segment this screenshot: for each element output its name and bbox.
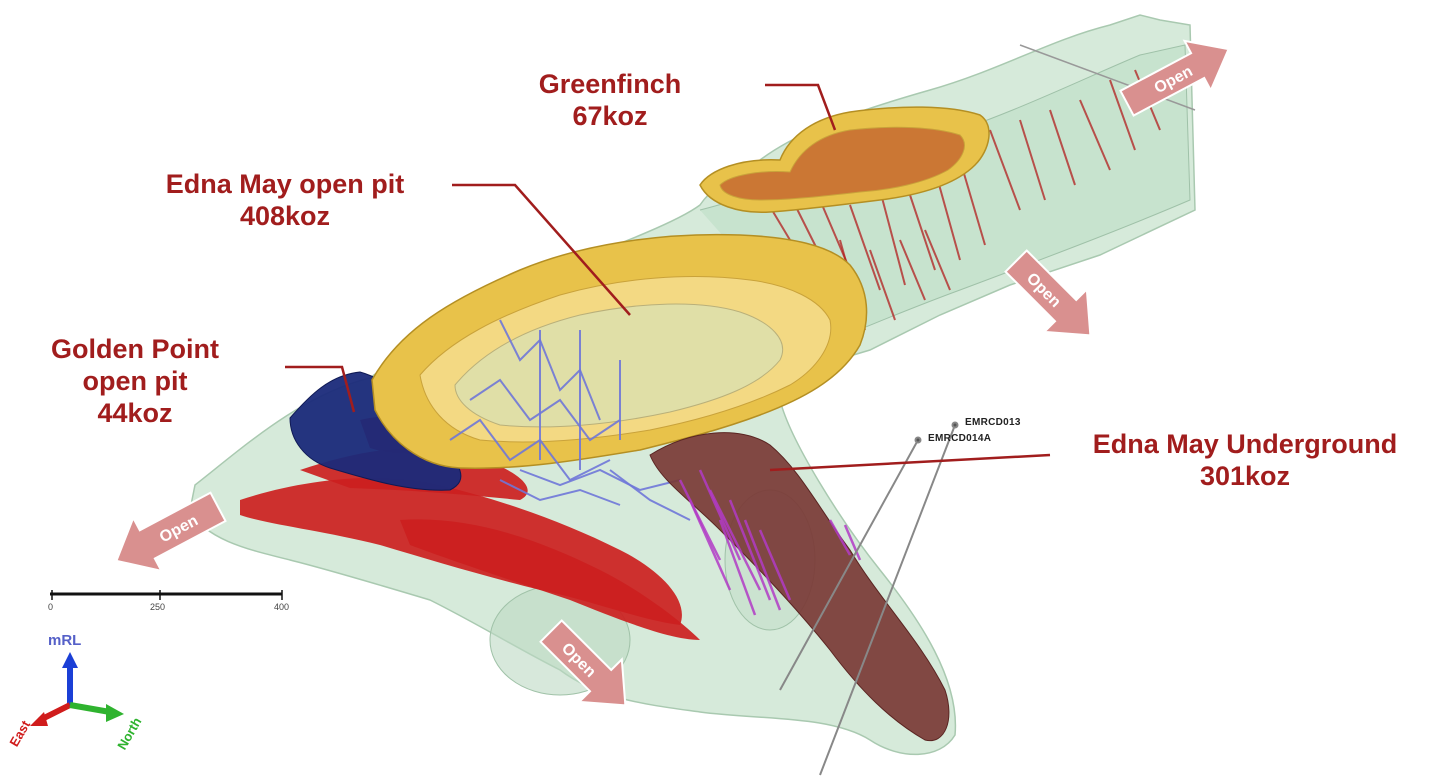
golden-point-label: Golden Point open pit 44koz: [10, 333, 260, 429]
edna-may-underground-label: Edna May Underground 301koz: [1060, 428, 1430, 492]
edna-may-open-pit-name: Edna May open pit: [115, 168, 455, 200]
scale-tick-250: 250: [150, 602, 165, 612]
edna-may-open-pit-value: 408koz: [115, 200, 455, 232]
greenfinch-label: Greenfinch 67koz: [510, 68, 710, 132]
axis-triad: [30, 652, 124, 726]
drill-hole-label-2: EMRCD014A: [928, 433, 991, 444]
golden-point-line1: Golden Point: [10, 333, 260, 365]
scale-bar: [50, 590, 282, 600]
axis-up-label: mRL: [48, 632, 81, 649]
golden-point-value: 44koz: [10, 397, 260, 429]
greenfinch-name: Greenfinch: [510, 68, 710, 100]
edna-may-underground-value: 301koz: [1060, 460, 1430, 492]
scale-tick-0: 0: [48, 602, 53, 612]
greenfinch-value: 67koz: [510, 100, 710, 132]
edna-may-open-pit-label: Edna May open pit 408koz: [115, 168, 455, 232]
golden-point-line2: open pit: [10, 365, 260, 397]
edna-may-underground-name: Edna May Underground: [1060, 428, 1430, 460]
scale-tick-400: 400: [274, 602, 289, 612]
drill-hole-label-1: EMRCD013: [965, 417, 1021, 428]
